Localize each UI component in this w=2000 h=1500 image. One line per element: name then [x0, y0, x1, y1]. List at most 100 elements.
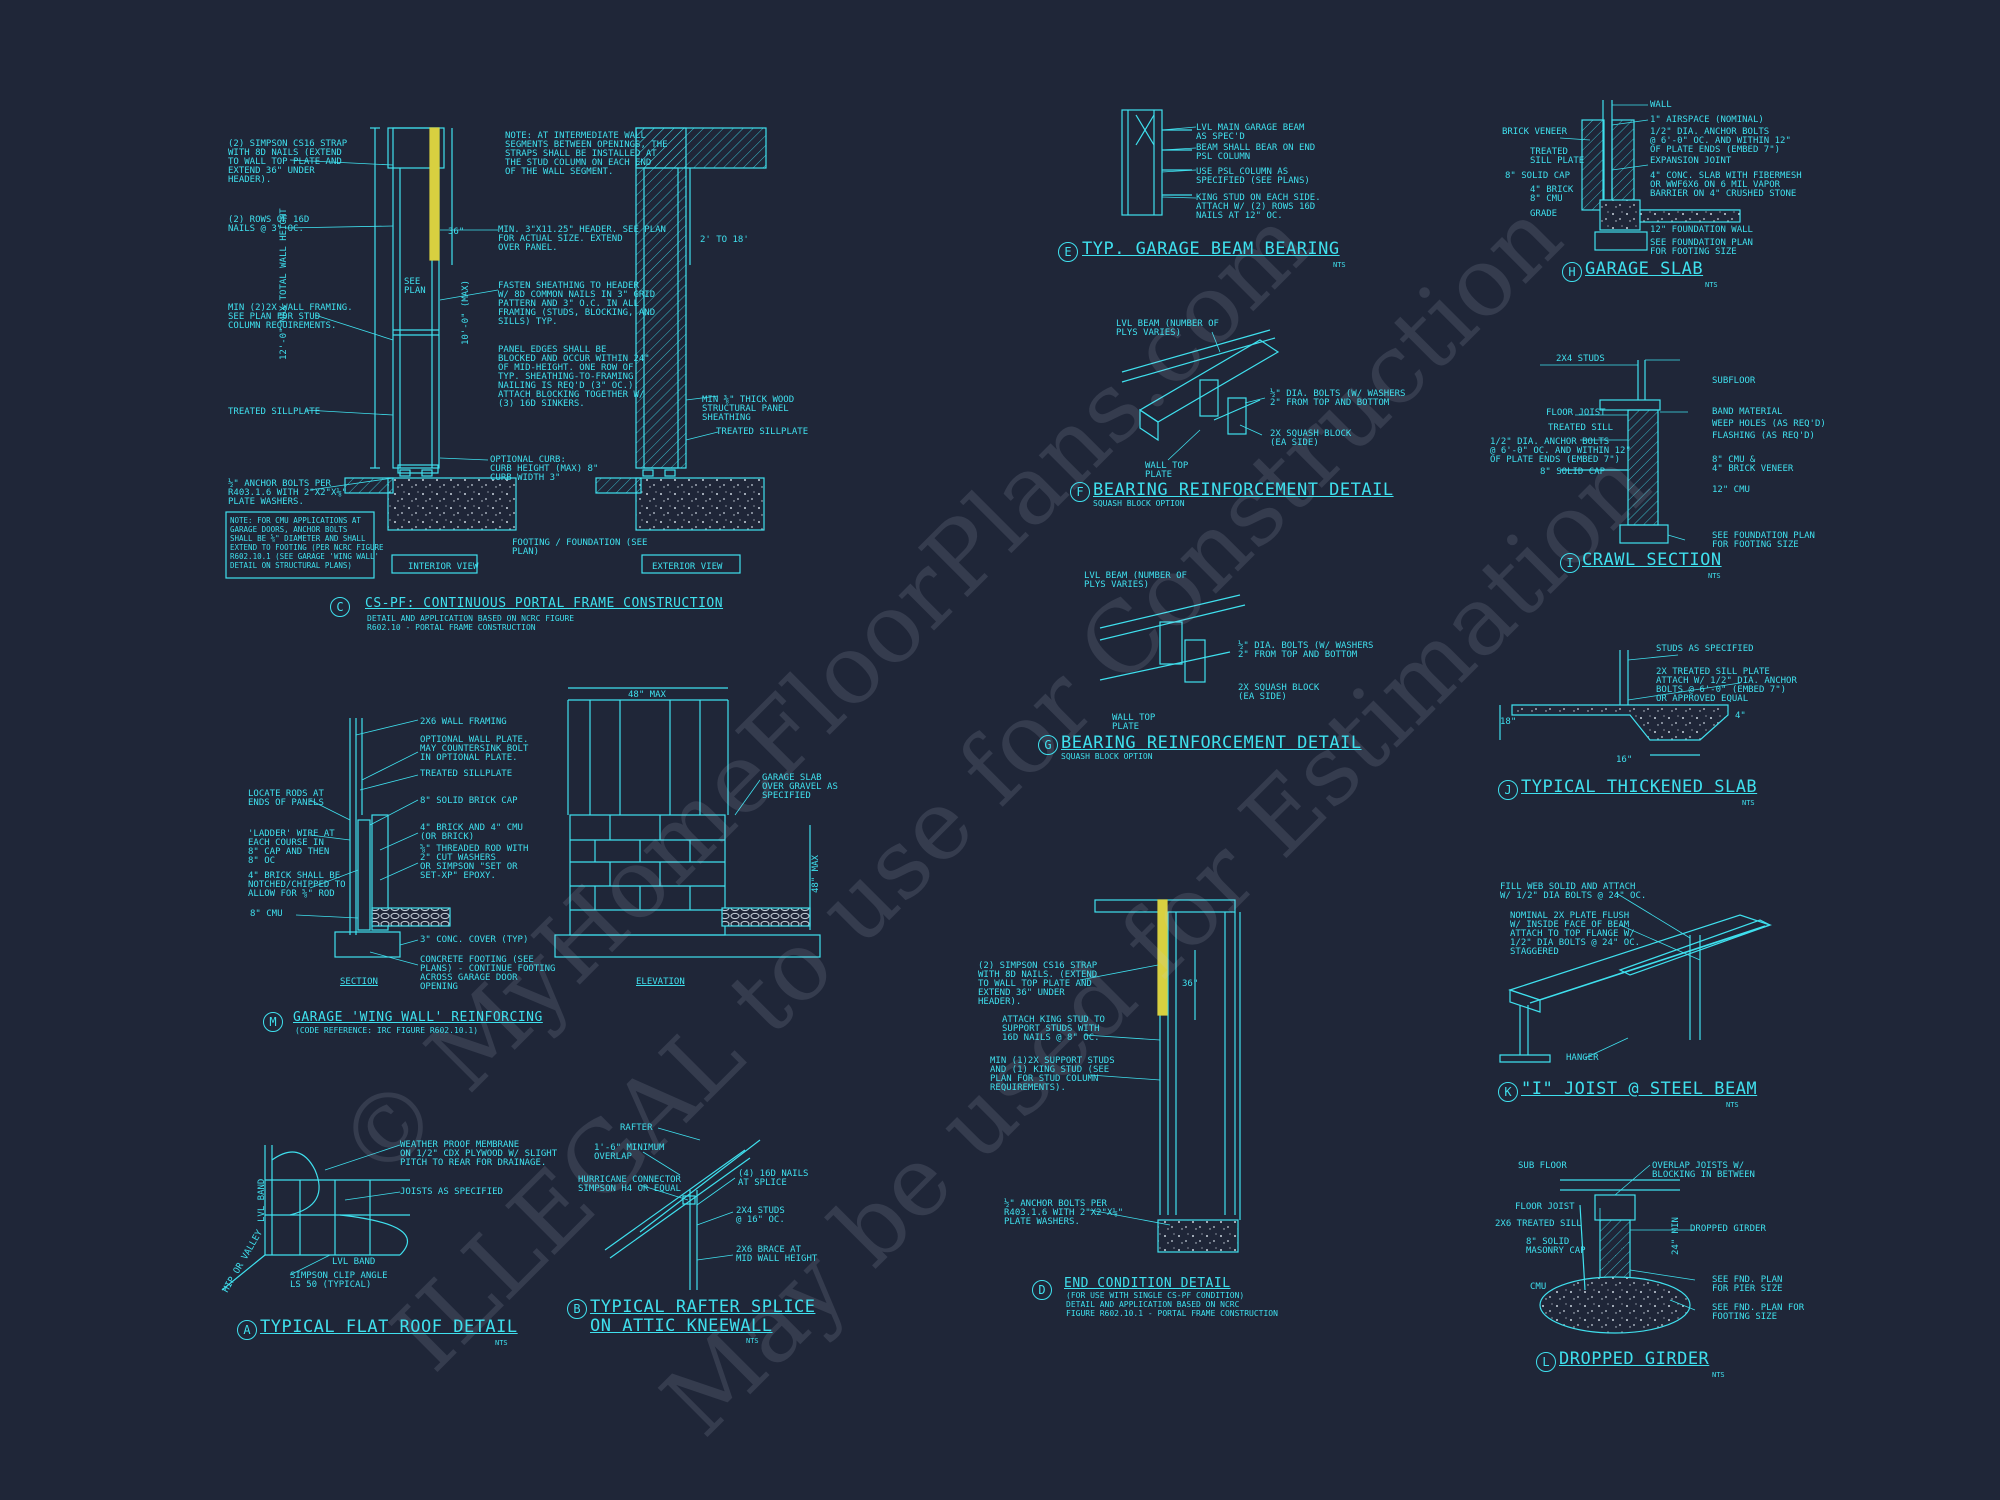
d-note-support: MIN (1)2X SUPPORT STUDS AND (1) KING STU…: [990, 1056, 1115, 1093]
g-bubble: G: [1038, 735, 1058, 755]
detail-m-drawing: [334, 687, 821, 958]
k-note-plate: NOMINAL 2x PLATE FLUSH W/ INSIDE FACE OF…: [1510, 911, 1641, 957]
c-note-framing: MIN (2)2X WALL FRAMING. SEE PLAN FOR STU…: [228, 303, 353, 331]
i-note-sill: TREATED SILL: [1548, 423, 1614, 433]
i-note-flashing: FLASHING (AS REQ'D): [1712, 431, 1815, 441]
f-note-lvl: LVL BEAM (NUMBER OF PLYS VARIES): [1116, 319, 1219, 338]
m-note-ladder: 'LADDER' WIRE AT EACH COURSE IN 8" CAP A…: [248, 829, 335, 866]
m-note-brick: 4" BRICK AND 4" CMU (OR BRICK): [420, 823, 523, 842]
detail-g-drawing: [1099, 594, 1246, 683]
d-note-king: ATTACH KING STUD TO SUPPORT STUDS WITH 1…: [1002, 1015, 1105, 1043]
detail-l-drawing: [1539, 1179, 1691, 1334]
h-note-footing: SEE FOUNDATION PLAN FOR FOOTING SIZE: [1650, 238, 1753, 257]
m-bubble: M: [263, 1012, 283, 1032]
h-note-anchor: 1/2" DIA. ANCHOR BOLTS @ 6'-0" OC. AND W…: [1650, 127, 1791, 155]
detail-k-drawing: [1499, 914, 1772, 1063]
m-note-framing: 2x6 WALL FRAMING: [420, 717, 507, 727]
b-nts: NTS: [746, 1337, 759, 1345]
g-subtitle: SQUASH BLOCK OPTION: [1061, 752, 1153, 761]
detail-j-drawing: [1499, 650, 1729, 756]
m-note-sill: TREATED SILLPLATE: [420, 769, 513, 779]
f-note-squash: 2x SQUASH BLOCK (EA SIDE): [1270, 429, 1352, 448]
j-title: TYPICAL THICKENED SLAB: [1521, 777, 1758, 797]
detail-c-interior-drawing: [225, 127, 517, 579]
g-title: BEARING REINFORCEMENT DETAIL: [1061, 733, 1362, 753]
k-nts: NTS: [1726, 1101, 1739, 1109]
e-title: TYP. GARAGE BEAM BEARING: [1082, 239, 1340, 259]
e-note-bear: BEAM SHALL BEAR ON END PSL COLUMN: [1196, 143, 1316, 162]
l-title: DROPPED GIRDER: [1559, 1349, 1710, 1369]
m-note-rod: ⅝" THREADED ROD WITH 2" CUT WASHERS OR S…: [420, 844, 529, 881]
c-note-strap: (2) SIMPSON CS16 STRAP WITH 8d NAILS (EX…: [228, 139, 348, 185]
leader-lines: [284, 104, 1741, 1311]
m-note-notch: 4" BRICK SHALL BE NOTCHED/CHIPPED TO ALL…: [248, 871, 346, 899]
i-note-cap: 8" SOLID CAP: [1540, 467, 1606, 477]
l-note-overlap: OVERLAP JOISTS W/ BLOCKING IN BETWEEN: [1652, 1161, 1755, 1180]
m-subtitle: (CODE REFERENCE: IRC FIGURE R602.10.1): [295, 1026, 479, 1035]
c-note-sillplate: TREATED SILLPLATE: [228, 407, 321, 417]
c-note-header: MIN. 3"x11.25" HEADER. SEE PLAN FOR ACTU…: [498, 225, 666, 253]
m-dim-48max-top: 48" MAX: [628, 690, 666, 700]
b-note-hurricane: HURRICANE CONNECTOR SIMPSON H4 OR EQUAL: [578, 1175, 681, 1194]
detail-h-drawing: [1581, 100, 1741, 251]
b-note-studs: 2x4 STUDS @ 16" OC.: [736, 1206, 785, 1225]
c-note-anchor: ½" ANCHOR BOLTS PER R403.1.6 WITH 2"x2"x…: [228, 479, 348, 507]
m-note-cap: 8" SOLID BRICK CAP: [420, 796, 518, 806]
c-note-cmu: NOTE: FOR CMU APPLICATIONS AT GARAGE DOO…: [230, 516, 384, 570]
detail-c-exterior-drawing: [595, 127, 767, 574]
e-note-lvl: LVL MAIN GARAGE BEAM AS SPEC'D: [1196, 123, 1305, 142]
e-nts: NTS: [1333, 261, 1346, 269]
e-note-psl: USE PSL COLUMN AS SPECIFIED (SEE PLANS): [1196, 167, 1310, 186]
j-dim-18: 18": [1500, 717, 1517, 727]
a-note-membrane: WEATHER PROOF MEMBRANE ON 1/2" CDX PLYWO…: [400, 1140, 558, 1168]
a-note-clip: SIMPSON CLIP ANGLE LS 50 (TYPICAL): [290, 1271, 388, 1290]
h-note-sill: TREATED SILL PLATE: [1530, 147, 1585, 166]
h-note-cmu: 4" BRICK 8" CMU: [1530, 185, 1574, 204]
c-label-interior-view: INTERIOR VIEW: [408, 562, 479, 572]
j-note-studs: STUDS AS SPECIFIED: [1656, 644, 1754, 654]
b-title: TYPICAL RAFTER SPLICE: [590, 1297, 816, 1317]
k-title: "I" JOIST @ STEEL BEAM: [1521, 1079, 1758, 1099]
l-dim-24min: 24" MIN: [1671, 1217, 1681, 1255]
h-note-airspace: 1" AIRSPACE (NOMINAL): [1650, 115, 1764, 125]
b-note-brace: 2x6 BRACE AT MID WALL HEIGHT: [736, 1245, 818, 1264]
e-note-king: KING STUD ON EACH SIDE. ATTACH W/ (2) RO…: [1196, 193, 1321, 221]
l-note-pier: SEE FND. PLAN FOR PIER SIZE: [1712, 1275, 1783, 1294]
m-note-cover: 3" CONC. COVER (TYP): [420, 935, 529, 945]
c-dim-wall-height: 12'-0" MAX TOTAL WALL HEIGHT: [279, 208, 289, 360]
l-note-joist: FLOOR JOIST: [1515, 1202, 1575, 1212]
a-note-lvl-vertical: LVL BAND: [257, 1178, 267, 1222]
f-note-plate: WALL TOP PLATE: [1145, 461, 1189, 480]
f-note-bolts: ½" DIA. BOLTS (W/ WASHERS 2" FROM TOP AN…: [1270, 389, 1406, 408]
detail-i-drawing: [1560, 360, 1669, 544]
l-note-girder: DROPPED GIRDER: [1690, 1224, 1766, 1234]
m-dim-48max-side: 48" MAX: [811, 855, 821, 893]
detail-b-drawing: [604, 1139, 761, 1290]
h-note-slab: 4" CONC. SLAB WITH FIBERMESH OR WWF6X6 O…: [1650, 171, 1802, 199]
a-title: TYPICAL FLAT ROOF DETAIL: [260, 1317, 518, 1337]
j-note-sill: 2x TREATED SILL PLATE ATTACH w/ 1/2" dia…: [1656, 667, 1797, 704]
i-bubble: I: [1560, 553, 1580, 573]
h-note-cap: 8" SOLID CAP: [1505, 171, 1571, 181]
i-note-anchor: 1/2" DIA. ANCHOR BOLTS @ 6'-0" OC. AND W…: [1490, 437, 1631, 465]
f-title: BEARING REINFORCEMENT DETAIL: [1093, 480, 1394, 500]
h-note-foundation: 12" FOUNDATION WALL: [1650, 225, 1753, 235]
k-bubble: K: [1498, 1082, 1518, 1102]
i-note-weep: WEEP HOLES (AS REQ'D): [1712, 419, 1826, 429]
b-note-overlap: 1'-6" MINIMUM OVERLAP: [594, 1143, 665, 1162]
l-note-footing: SEE FND. PLAN FOR FOOTING SIZE: [1712, 1303, 1805, 1322]
i-title: CRAWL SECTION: [1582, 550, 1722, 570]
l-note-sill: 2x6 TREATED SILL: [1495, 1219, 1582, 1229]
detail-a-drawing: [221, 1145, 410, 1291]
c-note-curb: OPTIONAL CURB: CURB HEIGHT (MAX) 8" CURB…: [490, 455, 599, 483]
c-dim-10-max: 10'-0" (MAX): [461, 279, 471, 345]
a-nts: NTS: [495, 1339, 508, 1347]
i-note-12cmu: 12" CMU: [1712, 485, 1750, 495]
d-note-anchor: ½" ANCHOR BOLTS PER R403.1.6 WITH 2"x2"x…: [1004, 1199, 1124, 1227]
c-note-panel: PANEL EDGES SHALL BE BLOCKED AND OCCUR W…: [498, 345, 650, 409]
m-title: GARAGE 'WING WALL' REINFORCING: [293, 1010, 543, 1025]
h-title: GARAGE SLAB: [1585, 259, 1704, 279]
c-note-intermediate: NOTE: AT INTERMEDIATE WALL SEGMENTS BETW…: [505, 131, 668, 177]
c-dim-36: 36": [448, 227, 465, 237]
m-note-rods: LOCATE RODS AT ENDS OF PANELS: [248, 789, 324, 808]
